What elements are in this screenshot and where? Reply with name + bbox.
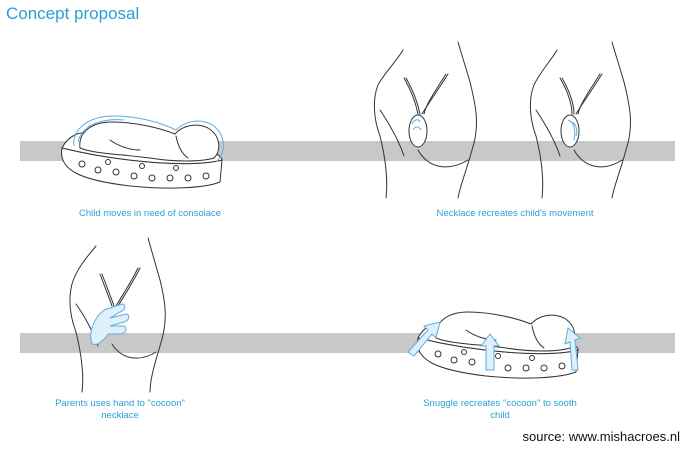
arrow-right-icon xyxy=(564,327,581,371)
snuggle-cocoon-illustration xyxy=(407,311,581,379)
source-credit: source: www.mishacroes.nl xyxy=(522,429,681,444)
caption-child-moves: Child moves in need of consolace xyxy=(78,208,222,219)
cushion-dots xyxy=(434,349,566,372)
necklace-torso-left xyxy=(373,41,477,199)
necklace-pendant-left xyxy=(408,114,428,148)
caption-snuggle-line1: Snuggle recreates "cocoon" to sooth xyxy=(423,398,577,409)
cushion-dots xyxy=(78,159,210,182)
necklace-pendant-right xyxy=(560,114,580,148)
necklace-torso-right xyxy=(529,41,631,199)
caption-necklace-recreates: Necklace recreates child's movement xyxy=(436,208,594,219)
caption-parent-hand-line2: necklace xyxy=(101,410,139,421)
hand-cocoon-torso xyxy=(69,237,166,393)
arrow-left-icon xyxy=(407,321,441,357)
baby-cushion-illustration xyxy=(61,115,224,189)
arrow-up-icon xyxy=(480,333,500,371)
page-title: Concept proposal xyxy=(6,4,140,23)
caption-parent-hand-line1: Parents uses hand to "cocoon" xyxy=(55,398,185,409)
caption-snuggle-line2: child xyxy=(490,410,510,421)
caption-snuggle: Snuggle recreates "cocoon" to sooth chil… xyxy=(385,398,615,422)
cupping-hand xyxy=(90,303,130,345)
caption-parent-hand: Parents uses hand to "cocoon" necklace xyxy=(30,398,210,422)
